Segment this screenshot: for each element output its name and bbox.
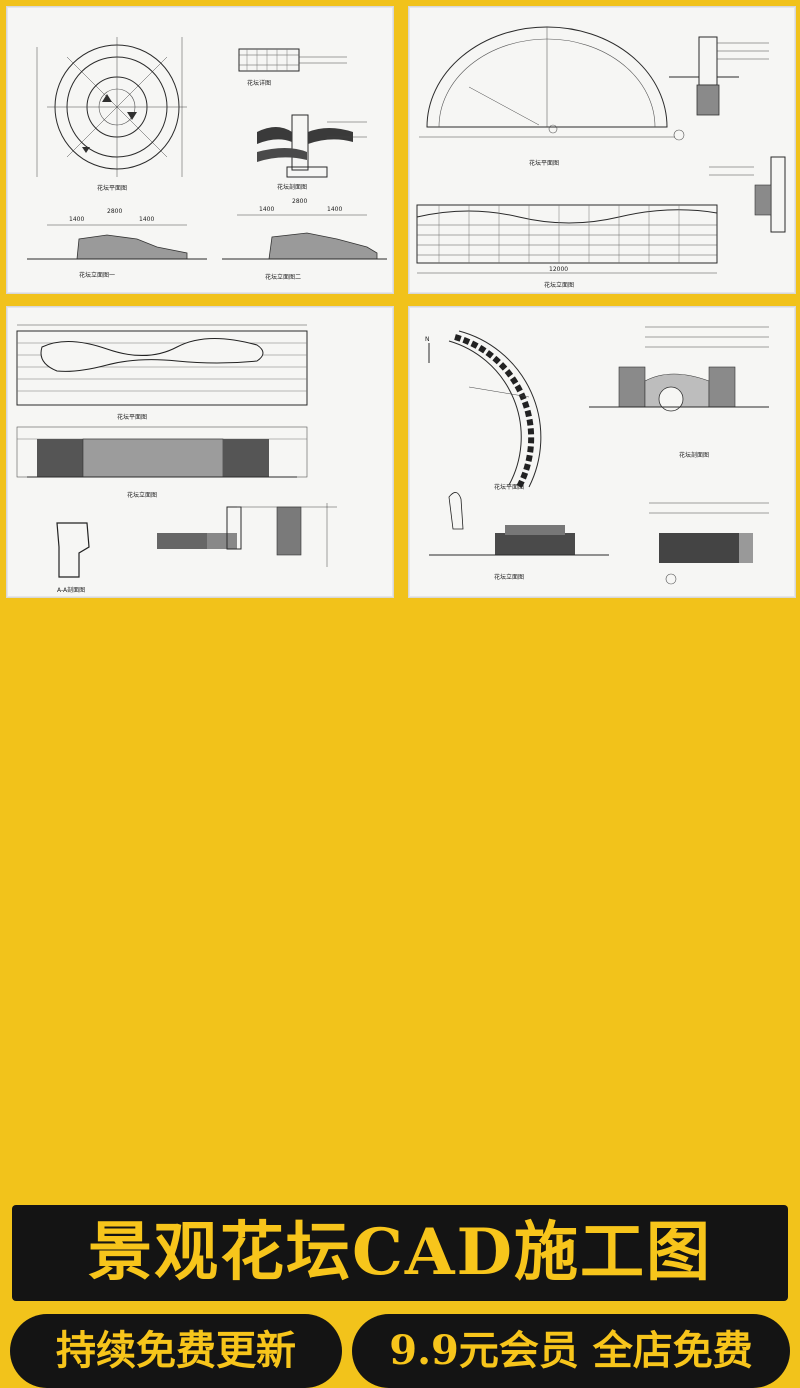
cad-sheet-circular-planter: 花坛平面图 花坛详图 <box>6 6 394 294</box>
svg-text:花坛剖面图: 花坛剖面图 <box>679 451 709 459</box>
cad-preview-grid: 花坛平面图 花坛详图 <box>0 0 800 600</box>
cad-drawing-arc-planter: N 花坛平面图 花坛剖面图 <box>425 326 769 585</box>
arc-section: 花坛剖面图 <box>589 326 769 459</box>
cad-sheet-arc-planter: N 花坛平面图 花坛剖面图 <box>408 306 796 598</box>
planter-section-detail: 花坛剖面图 <box>257 114 367 191</box>
planter-elevation-2: 1400 1400 2800 花坛立面图二 <box>222 198 387 281</box>
svg-text:A-A剖面图: A-A剖面图 <box>57 586 85 594</box>
svg-text:花坛详图: 花坛详图 <box>247 79 271 87</box>
svg-text:花坛平面图: 花坛平面图 <box>529 159 559 167</box>
svg-text:花坛平面图: 花坛平面图 <box>494 483 524 491</box>
cad-drawing-wavy-planter: 花坛平面图 花坛立面图 A-A剖面图 <box>16 324 337 594</box>
title-bar: 景观花坛CAD施工图 <box>12 1205 788 1301</box>
cad-drawing-circular-planter: 花坛平面图 花坛详图 <box>27 37 387 281</box>
dim-1400-b: 1400 <box>139 216 154 223</box>
arc-plan: N 花坛平面图 <box>425 330 542 491</box>
dim-12000: 12000 <box>549 266 568 273</box>
promo-banner: 景观花坛CAD施工图 持续免费更新 9.9元会员 全店免费 <box>0 600 800 1388</box>
semicircle-plan: 花坛平面图 <box>419 26 675 167</box>
dim-1400-a: 1400 <box>69 216 84 223</box>
product-title: 景观花坛CAD施工图 <box>87 1215 713 1290</box>
cad-sheet-semicircle-planter: 花坛平面图 <box>408 6 796 294</box>
svg-text:花坛立面图: 花坛立面图 <box>127 491 157 499</box>
dim-2800-b: 2800 <box>292 198 307 205</box>
wavy-plan: 花坛平面图 <box>16 324 308 421</box>
circular-planter-plan: 花坛平面图 <box>36 37 187 192</box>
wavy-details: A-A剖面图 <box>56 503 337 594</box>
svg-text:花坛剖面图: 花坛剖面图 <box>277 183 307 191</box>
svg-text:花坛立面图一: 花坛立面图一 <box>79 271 115 279</box>
svg-text:花坛立面图二: 花坛立面图二 <box>265 273 301 281</box>
svg-text:花坛立面图: 花坛立面图 <box>494 573 524 581</box>
dim-1400-d: 1400 <box>327 206 342 213</box>
planter-elevation-1: 1400 1400 2800 花坛立面图一 <box>27 208 207 279</box>
svg-text:花坛平面图: 花坛平面图 <box>117 413 147 421</box>
cad-drawing-semicircle-planter: 花坛平面图 <box>416 26 786 289</box>
planter-top-detail: 花坛详图 <box>238 48 347 87</box>
dim-2800-a: 2800 <box>107 208 122 215</box>
svg-text:花坛平面图: 花坛平面图 <box>97 184 127 192</box>
membership-badge: 9.9元会员 全店免费 <box>352 1314 790 1388</box>
semicircle-detail <box>669 36 786 233</box>
wavy-elevation: 花坛立面图 <box>16 426 308 499</box>
update-badge: 持续免费更新 <box>10 1314 342 1388</box>
cad-sheet-wavy-planter: 花坛平面图 花坛立面图 A-A剖面图 <box>6 306 394 598</box>
arc-elevation: 花坛立面图 <box>429 492 769 585</box>
dim-1400-c: 1400 <box>259 206 274 213</box>
svg-text:N: N <box>425 336 430 343</box>
svg-text:花坛立面图: 花坛立面图 <box>544 281 574 289</box>
semicircle-elevation: 12000 花坛立面图 <box>416 204 718 289</box>
